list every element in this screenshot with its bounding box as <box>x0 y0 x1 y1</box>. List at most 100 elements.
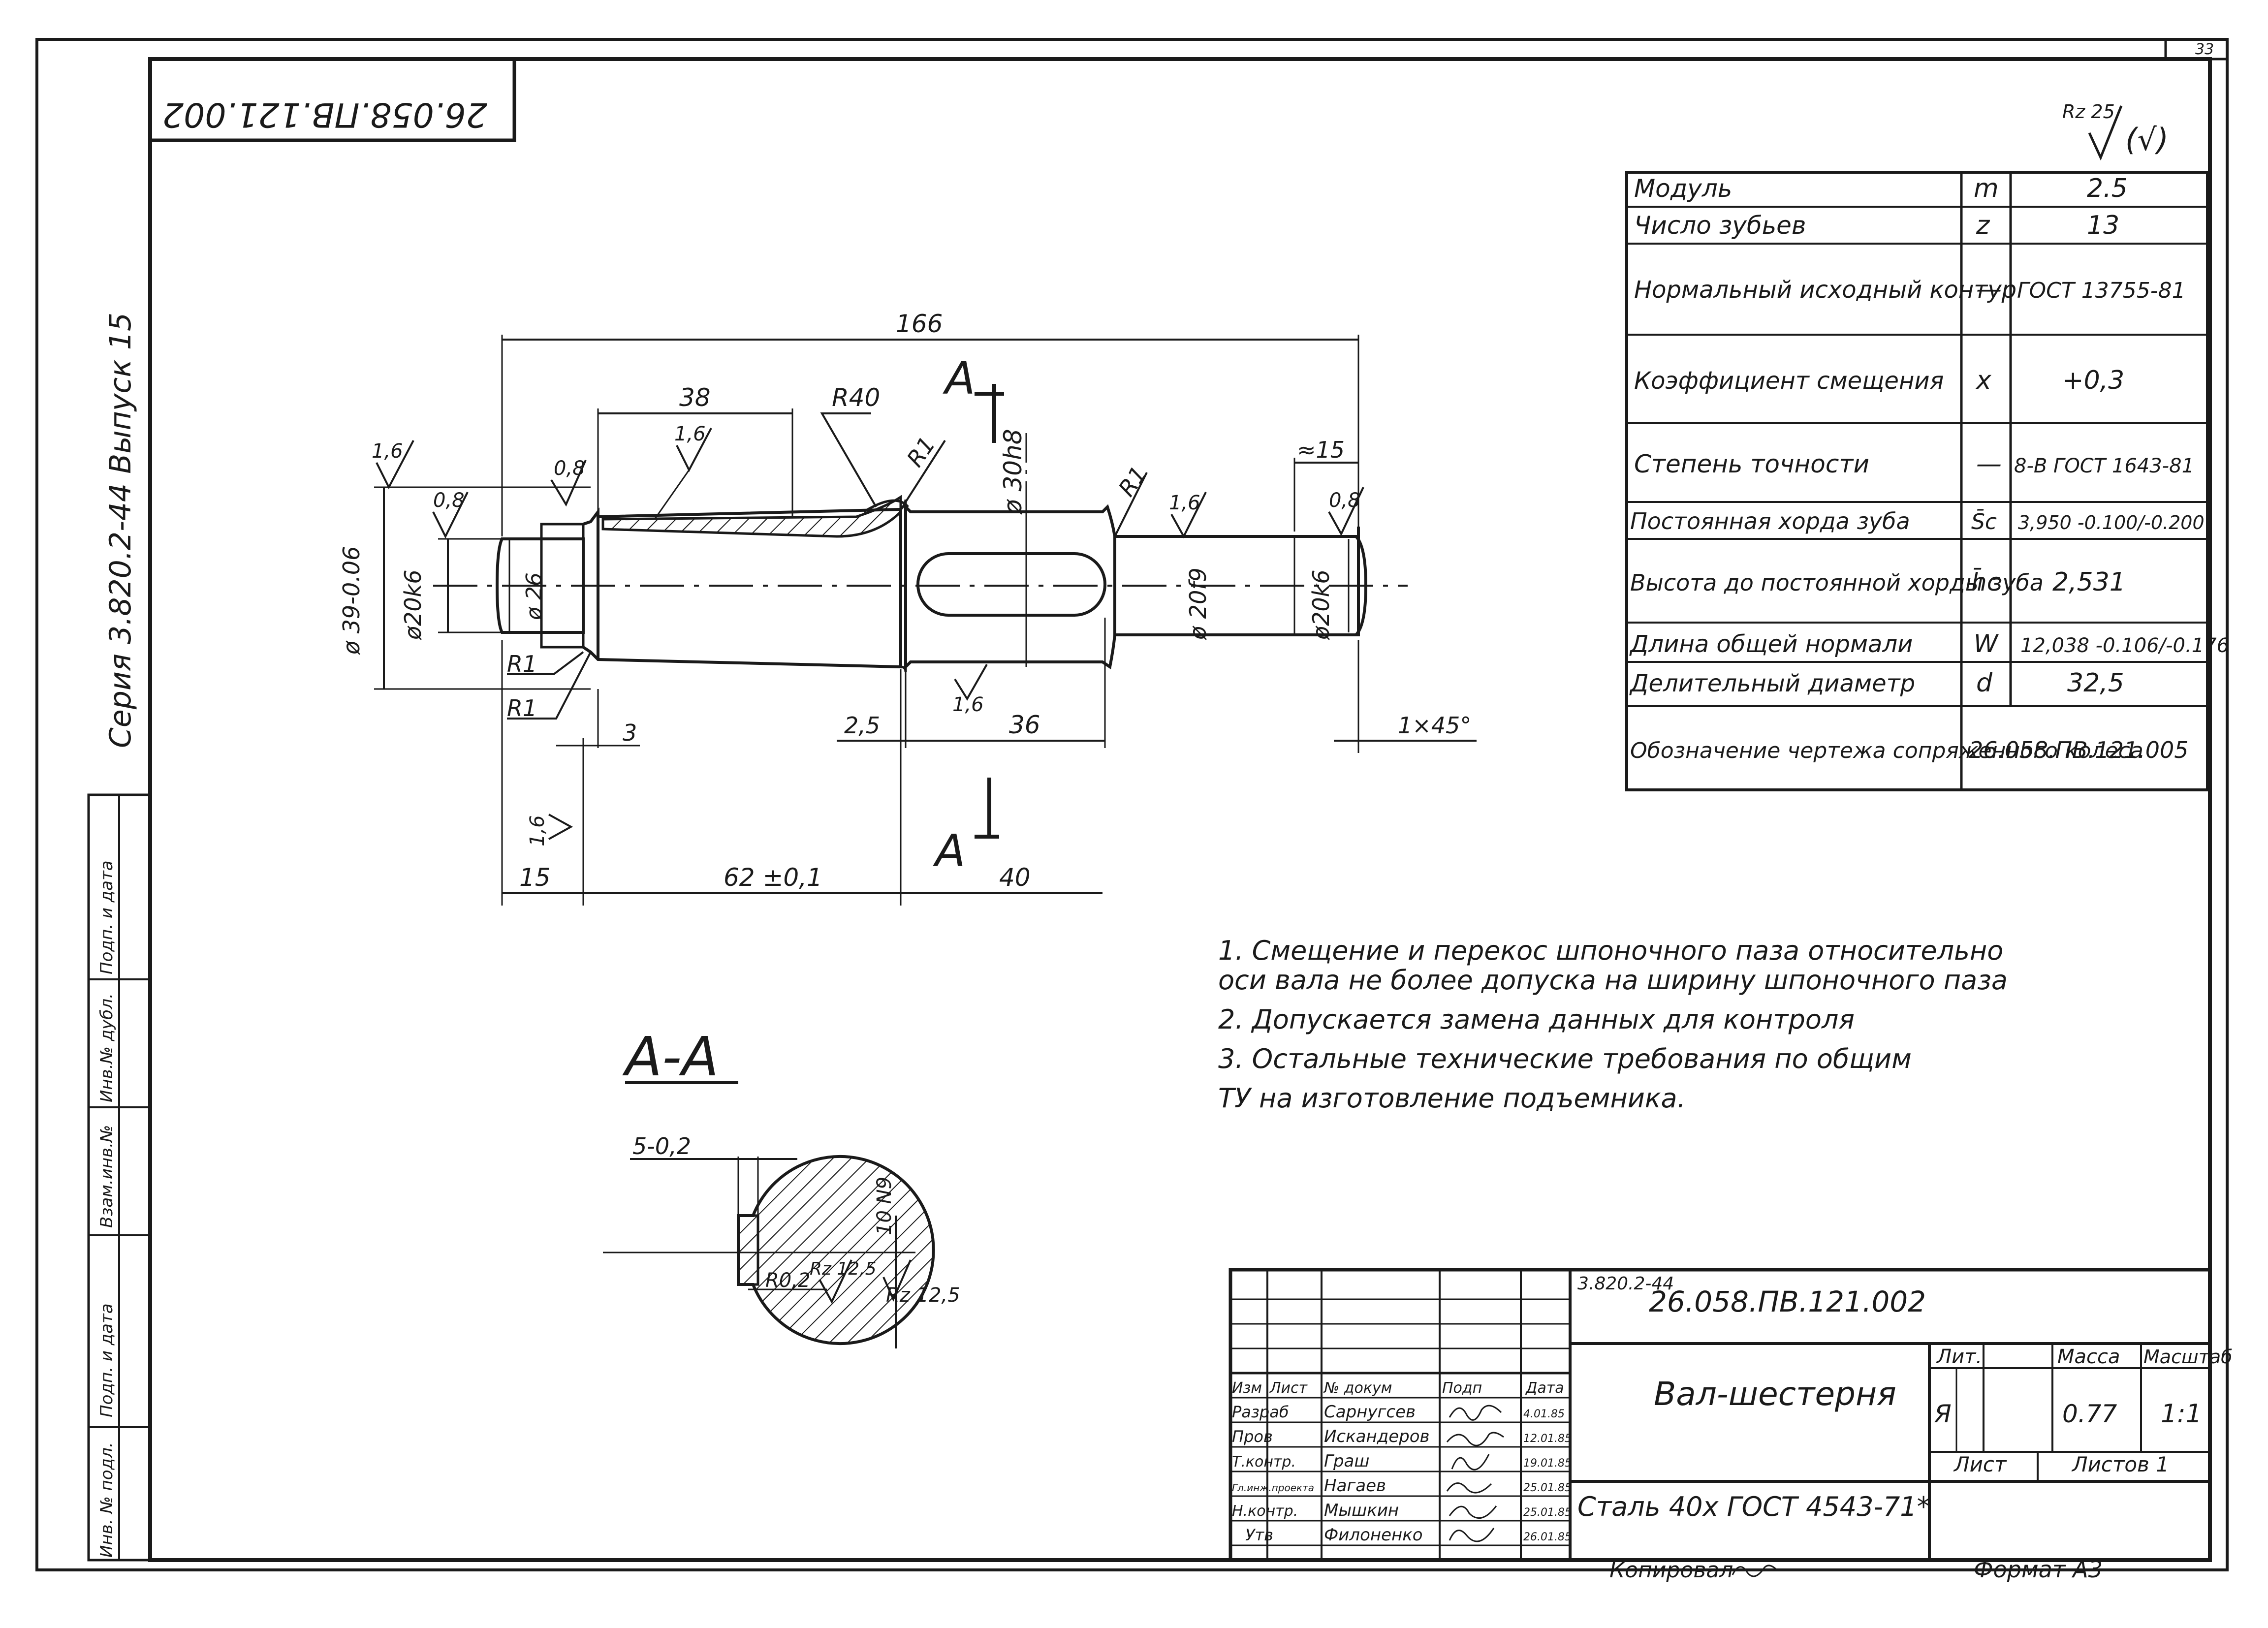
rotated-doc-code: 26.058.ПВ.121.002 <box>162 95 487 134</box>
param-symbol: — <box>1976 449 2002 479</box>
param-name: Длина общей нормали <box>1629 630 1913 658</box>
roughness-mark: 1,6 <box>372 440 414 490</box>
tb-person: Сарнугсев <box>1324 1402 1416 1422</box>
tb-scale: 1:1 <box>2161 1399 2202 1429</box>
tb-person: Нагаев <box>1324 1476 1386 1496</box>
note-line: 2. Допускается замена данных для контрол… <box>1218 1004 1855 1035</box>
svg-text:Rz 25: Rz 25 <box>2062 101 2115 123</box>
dim-d39: ø 39-0.06 <box>338 546 365 655</box>
cut-label-top: A <box>943 353 976 405</box>
param-value: 13 <box>2087 211 2119 240</box>
shaft-view: 166 38 R40 R1 R1 ø 30h8 ø 39-0.06 ø20k6 … <box>338 310 1477 906</box>
series-text: Серия 3.820.2-44 Выпуск 15 <box>103 313 138 748</box>
tb-head: № докум <box>1323 1379 1392 1397</box>
param-name: Число зубьев <box>1634 211 1806 240</box>
tb-mass-label: Масса <box>2057 1346 2120 1368</box>
gear-params-table: Модуль m 2.5 Число зубьев z 13 Нормальны… <box>1625 171 2229 791</box>
note-line: 3. Остальные технические требования по о… <box>1218 1043 1912 1074</box>
section-r02: R0,2 <box>765 1269 810 1292</box>
param-symbol: m <box>1974 174 1999 203</box>
dim-r1-right: R1 <box>1113 461 1152 501</box>
dim-l15: 15 <box>519 863 551 892</box>
sheet-number: 33 <box>2195 41 2214 58</box>
note-line: ТУ на изготовление подъемника. <box>1218 1083 1686 1114</box>
tb-head: Изм <box>1232 1379 1262 1397</box>
dim-r1-lower-b: R1 <box>507 695 537 721</box>
dim-l3: 3 <box>623 720 637 746</box>
tb-person: Граш <box>1324 1451 1369 1471</box>
svg-text:1,6: 1,6 <box>674 423 706 445</box>
svg-text:1,6: 1,6 <box>1169 492 1200 514</box>
note-line: 1. Смещение и перекос шпоночного паза от… <box>1218 935 2003 966</box>
copied-signature <box>1732 1565 1778 1577</box>
tb-role: Н.контр. <box>1232 1503 1298 1520</box>
outer-frame <box>35 38 2229 1571</box>
roughness-mark: 0,8 <box>432 489 469 539</box>
stamp-podp-data-2: Подп. и дата <box>97 860 117 974</box>
technical-notes: 1. Смещение и перекос шпоночного паза от… <box>1218 935 2008 1114</box>
stamp-inv-dubl: Инв.№ дубл. <box>97 993 117 1102</box>
tb-date: 25.01.85 <box>1523 1506 1572 1519</box>
param-value: 26.058.ПВ.121.005 <box>1969 737 2189 763</box>
rotated-code-box <box>148 57 516 142</box>
param-symbol: z <box>1976 211 1990 240</box>
copied-label: Копировал <box>1609 1558 1733 1583</box>
section-width: 5-0,2 <box>632 1133 691 1159</box>
roughness-mark: 0,8 <box>1328 487 1364 536</box>
tb-role: Т.контр. <box>1232 1453 1296 1471</box>
roughness-mark: 1,6 <box>654 423 712 520</box>
stamp-podp-data-1: Подп. и дата <box>97 1303 117 1417</box>
tb-date: 19.01.85 <box>1523 1457 1572 1470</box>
stamp-inv-podl: Инв. № подл. <box>97 1442 117 1558</box>
dim-l62: 62 ±0,1 <box>724 863 822 892</box>
tb-scale-label: Масштаб <box>2143 1346 2233 1368</box>
dim-d30: ø 30h8 <box>999 429 1027 515</box>
param-value: 2.5 <box>2087 174 2128 203</box>
tb-date: 12.01.85 <box>1523 1433 1572 1445</box>
param-symbol: h̄c <box>1971 567 2000 596</box>
left-stamp: Инв. № подл. Подп. и дата Взам.инв.№ Инв… <box>87 793 152 1562</box>
param-symbol: W <box>1974 629 1999 658</box>
tb-role: Утв <box>1245 1526 1273 1544</box>
roughness-mark: 1,6 <box>526 814 573 846</box>
param-name: Степень точности <box>1634 450 1869 478</box>
roughness-mark: 0,8 <box>550 457 587 507</box>
dim-r40: R40 <box>832 383 880 412</box>
format-label: Формат А3 <box>1974 1556 2103 1583</box>
tb-date: 25.01.85 <box>1523 1482 1572 1494</box>
param-value: +0,3 <box>2062 366 2124 395</box>
param-value: 32,5 <box>2067 668 2124 698</box>
dim-d26: ø 26 <box>522 572 547 621</box>
tb-lit-label: Лит. <box>1936 1346 1982 1368</box>
svg-text:1,6: 1,6 <box>372 440 403 463</box>
param-value: 2,531 <box>2052 567 2126 597</box>
tb-role: Пров <box>1232 1427 1273 1446</box>
tb-sheet-label: Лист <box>1953 1452 2007 1476</box>
section-a-a: A-A 5-0,2 10 N9 R0,2 Rz 12,5 Rz 12,5 <box>603 1025 960 1348</box>
tb-mass: 0.77 <box>2062 1400 2117 1428</box>
dim-approx15: ≈15 <box>1297 437 1345 463</box>
param-symbol: — <box>1976 275 2002 304</box>
dim-r1-lower-a: R1 <box>507 651 537 677</box>
note-line: оси вала не более допуска на ширину шпон… <box>1218 965 2008 996</box>
param-name: Обозначение чертежа сопряженного колеса <box>1630 738 2143 763</box>
tb-series: 3.820.2-44 <box>1577 1274 1674 1294</box>
param-name: Коэффициент смещения <box>1634 367 1944 395</box>
dim-l36: 36 <box>1009 711 1040 739</box>
section-title: A-A <box>622 1025 719 1088</box>
tb-role: Гл.инж.проекта <box>1232 1482 1314 1494</box>
param-name: Нормальный исходный контур <box>1634 276 2016 304</box>
param-value: 8-В ГОСТ 1643-81 <box>2014 455 2194 477</box>
param-name: Делительный диаметр <box>1629 670 1915 697</box>
tb-head: Подп <box>1442 1379 1482 1397</box>
tb-material: Сталь 40х ГОСТ 4543-71* <box>1577 1491 1930 1522</box>
tb-date: 26.01.85 <box>1523 1531 1572 1543</box>
tb-sheets-label: Листов 1 <box>2071 1452 2169 1476</box>
tb-person: Филоненко <box>1324 1525 1423 1545</box>
param-name: Постоянная хорда зуба <box>1630 508 1910 534</box>
section-rz-2: Rz 12,5 <box>886 1284 960 1307</box>
dim-chamfer: 1×45° <box>1398 712 1471 739</box>
svg-text:0,8: 0,8 <box>1329 489 1360 512</box>
param-value: ГОСТ 13755-81 <box>2017 278 2186 303</box>
